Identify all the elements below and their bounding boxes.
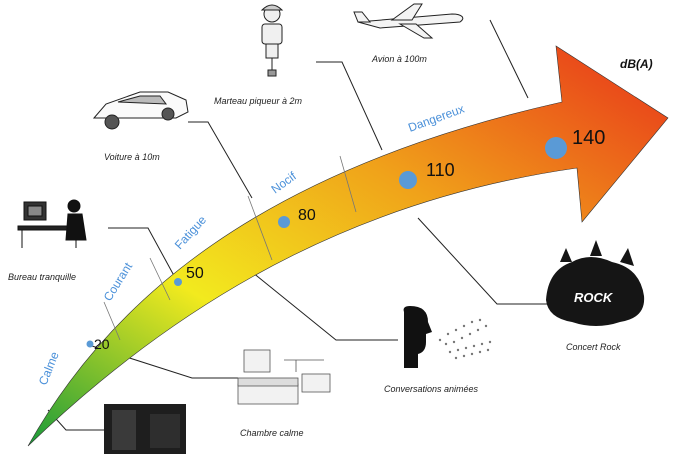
zone-dividers xyxy=(103,155,357,341)
rock-label: ROCK xyxy=(574,290,614,305)
level-20: 20 xyxy=(94,336,110,352)
car-icon xyxy=(92,91,189,130)
bedroom-icon xyxy=(237,349,331,405)
marker-50 xyxy=(174,278,182,286)
jackhammer-worker-icon xyxy=(260,4,284,77)
marker-140 xyxy=(545,137,567,159)
leader-line-concert xyxy=(417,217,548,305)
unit-label: dB(A) xyxy=(620,57,653,71)
office-desk-icon xyxy=(17,199,87,248)
caption-avion: Avion à 100m xyxy=(371,54,427,64)
marker-110 xyxy=(399,171,417,189)
level-110: 110 xyxy=(426,160,455,180)
leader-line-bureau xyxy=(108,227,179,284)
caption-bureau: Bureau tranquille xyxy=(8,272,76,282)
zone-divider xyxy=(103,301,121,341)
zone-label-fatigue: Fatigue xyxy=(172,213,209,252)
level-140: 140 xyxy=(572,127,605,149)
leader-line-conversations xyxy=(251,271,398,341)
level-80: 80 xyxy=(298,207,316,224)
dark-room-icon xyxy=(104,404,186,454)
zone-label-calme: Calme xyxy=(36,349,62,387)
zone-label-courant: Courant xyxy=(101,259,136,303)
caption-conversations: Conversations animées xyxy=(384,384,479,394)
level-50: 50 xyxy=(186,265,204,282)
airplane-icon xyxy=(353,3,464,39)
zone-label-nocif: Nocif xyxy=(269,169,300,197)
leader-line-marteau xyxy=(316,61,383,151)
marker-20 xyxy=(86,340,94,348)
marker-80 xyxy=(278,216,290,228)
caption-concert: Concert Rock xyxy=(566,342,621,352)
leader-line-avion xyxy=(489,19,529,99)
zone-divider xyxy=(247,195,273,261)
leader-line-voiture xyxy=(188,121,253,199)
caption-voiture: Voiture à 10m xyxy=(104,152,160,162)
zone-divider xyxy=(339,155,357,213)
talking-head-icon xyxy=(403,306,492,368)
rock-concert-icon: ROCK xyxy=(546,240,645,326)
caption-chambre: Chambre calme xyxy=(240,428,304,438)
zone-divider xyxy=(149,257,171,301)
noise-arrow xyxy=(27,45,669,447)
caption-marteau: Marteau piqueur à 2m xyxy=(214,96,303,106)
